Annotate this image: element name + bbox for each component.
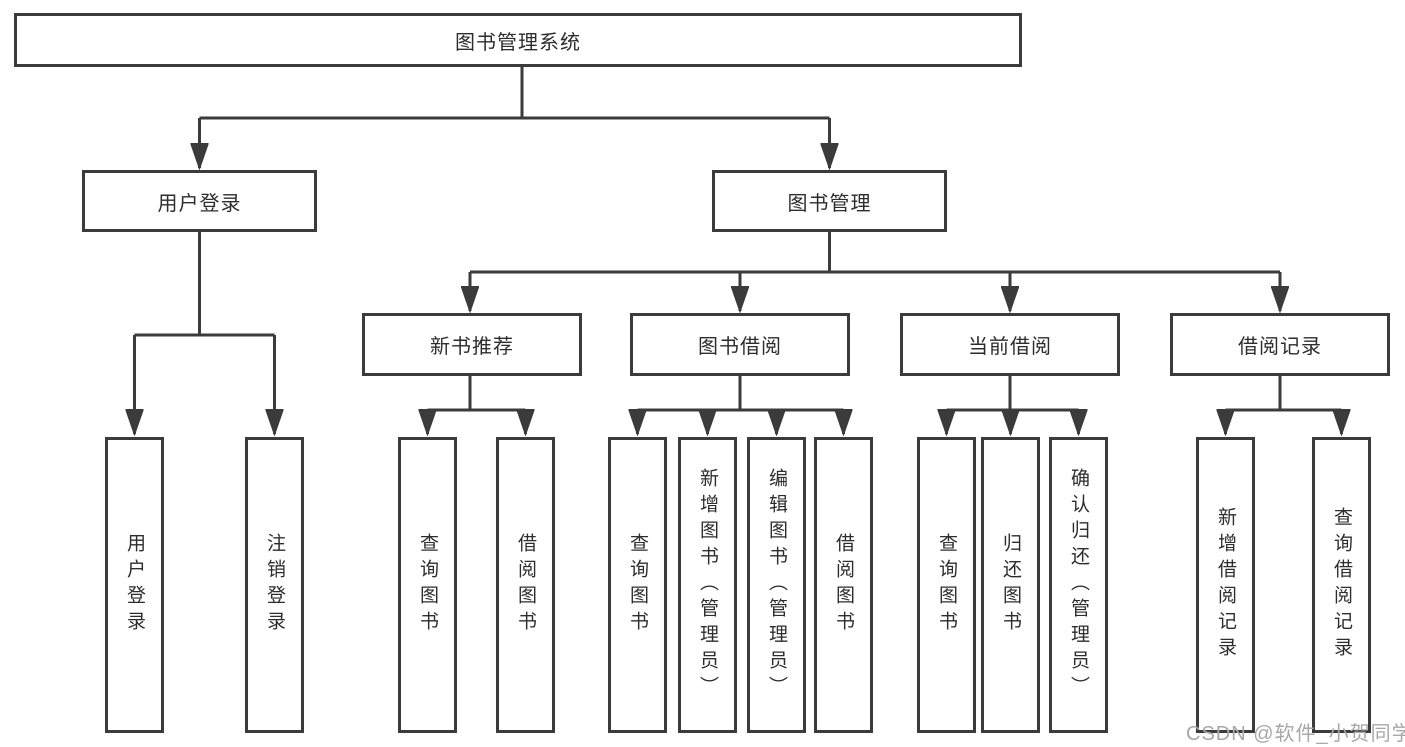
leaf-return-book: 归还图书 (981, 437, 1040, 733)
leaf-query-book-borrowing-label: 查询图书 (627, 533, 648, 637)
leaf-user-login-label: 用户登录 (124, 533, 145, 637)
leaf-logout: 注销登录 (245, 437, 304, 733)
node-new-book-recommend: 新书推荐 (362, 313, 582, 376)
leaf-add-borrow-record-label: 新增借阅记录 (1215, 507, 1236, 663)
leaf-borrow-book-borrowing: 借阅图书 (814, 437, 873, 733)
csdn-watermark: CSDN @软件_小贺同学 (1186, 723, 1405, 745)
leaf-add-book-admin-label: 新增图书（管理员） (697, 468, 718, 702)
node-book-borrowing: 图书借阅 (630, 313, 850, 376)
leaf-edit-book-admin-label: 编辑图书（管理员） (766, 468, 787, 702)
node-user-login-label: 用户登录 (157, 192, 242, 215)
node-current-borrowing: 当前借阅 (900, 313, 1120, 376)
node-borrowing-records-label: 借阅记录 (1238, 336, 1322, 358)
node-book-borrowing-label: 图书借阅 (698, 336, 782, 358)
leaf-borrow-book-recommend: 借阅图书 (496, 437, 555, 733)
leaf-add-book-admin: 新增图书（管理员） (678, 437, 737, 733)
leaf-add-borrow-record: 新增借阅记录 (1196, 437, 1255, 733)
connector-new-book-to-leaves (428, 376, 526, 434)
leaf-edit-book-admin: 编辑图书（管理员） (747, 437, 806, 733)
leaf-query-book-current-label: 查询图书 (936, 533, 957, 637)
node-borrowing-records: 借阅记录 (1170, 313, 1390, 376)
node-book-management-label: 图书管理 (787, 192, 872, 215)
connector-borrow-records-to-leaves (1226, 376, 1342, 434)
leaf-user-login: 用户登录 (105, 437, 164, 733)
connector-root-to-level2 (200, 67, 830, 168)
connector-user-login-to-leaves (135, 232, 275, 434)
node-user-login: 用户登录 (82, 170, 317, 232)
node-new-book-recommend-label: 新书推荐 (430, 336, 514, 358)
leaf-return-book-label: 归还图书 (1000, 533, 1021, 637)
connector-current-borrow-to-leaves (947, 376, 1079, 434)
leaf-query-book-recommend-label: 查询图书 (417, 533, 438, 637)
leaf-borrow-book-borrowing-label: 借阅图书 (833, 533, 854, 637)
leaf-query-borrow-record-label: 查询借阅记录 (1331, 507, 1352, 663)
leaf-query-book-recommend: 查询图书 (398, 437, 457, 733)
node-book-management: 图书管理 (712, 170, 947, 232)
connector-book-borrow-to-leaves (638, 376, 844, 434)
leaf-query-book-borrowing: 查询图书 (608, 437, 667, 733)
node-current-borrowing-label: 当前借阅 (968, 336, 1052, 358)
leaf-query-borrow-record: 查询借阅记录 (1312, 437, 1371, 733)
node-root-system-label: 图书管理系统 (455, 31, 581, 54)
leaf-logout-label: 注销登录 (264, 533, 285, 637)
leaf-query-book-current: 查询图书 (917, 437, 976, 733)
node-root-system: 图书管理系统 (14, 13, 1022, 67)
connector-book-mgmt-to-level3 (470, 232, 1280, 311)
leaf-confirm-return-admin: 确认归还（管理员） (1049, 437, 1108, 733)
leaf-confirm-return-admin-label: 确认归还（管理员） (1068, 468, 1089, 702)
leaf-borrow-book-recommend-label: 借阅图书 (515, 533, 536, 637)
